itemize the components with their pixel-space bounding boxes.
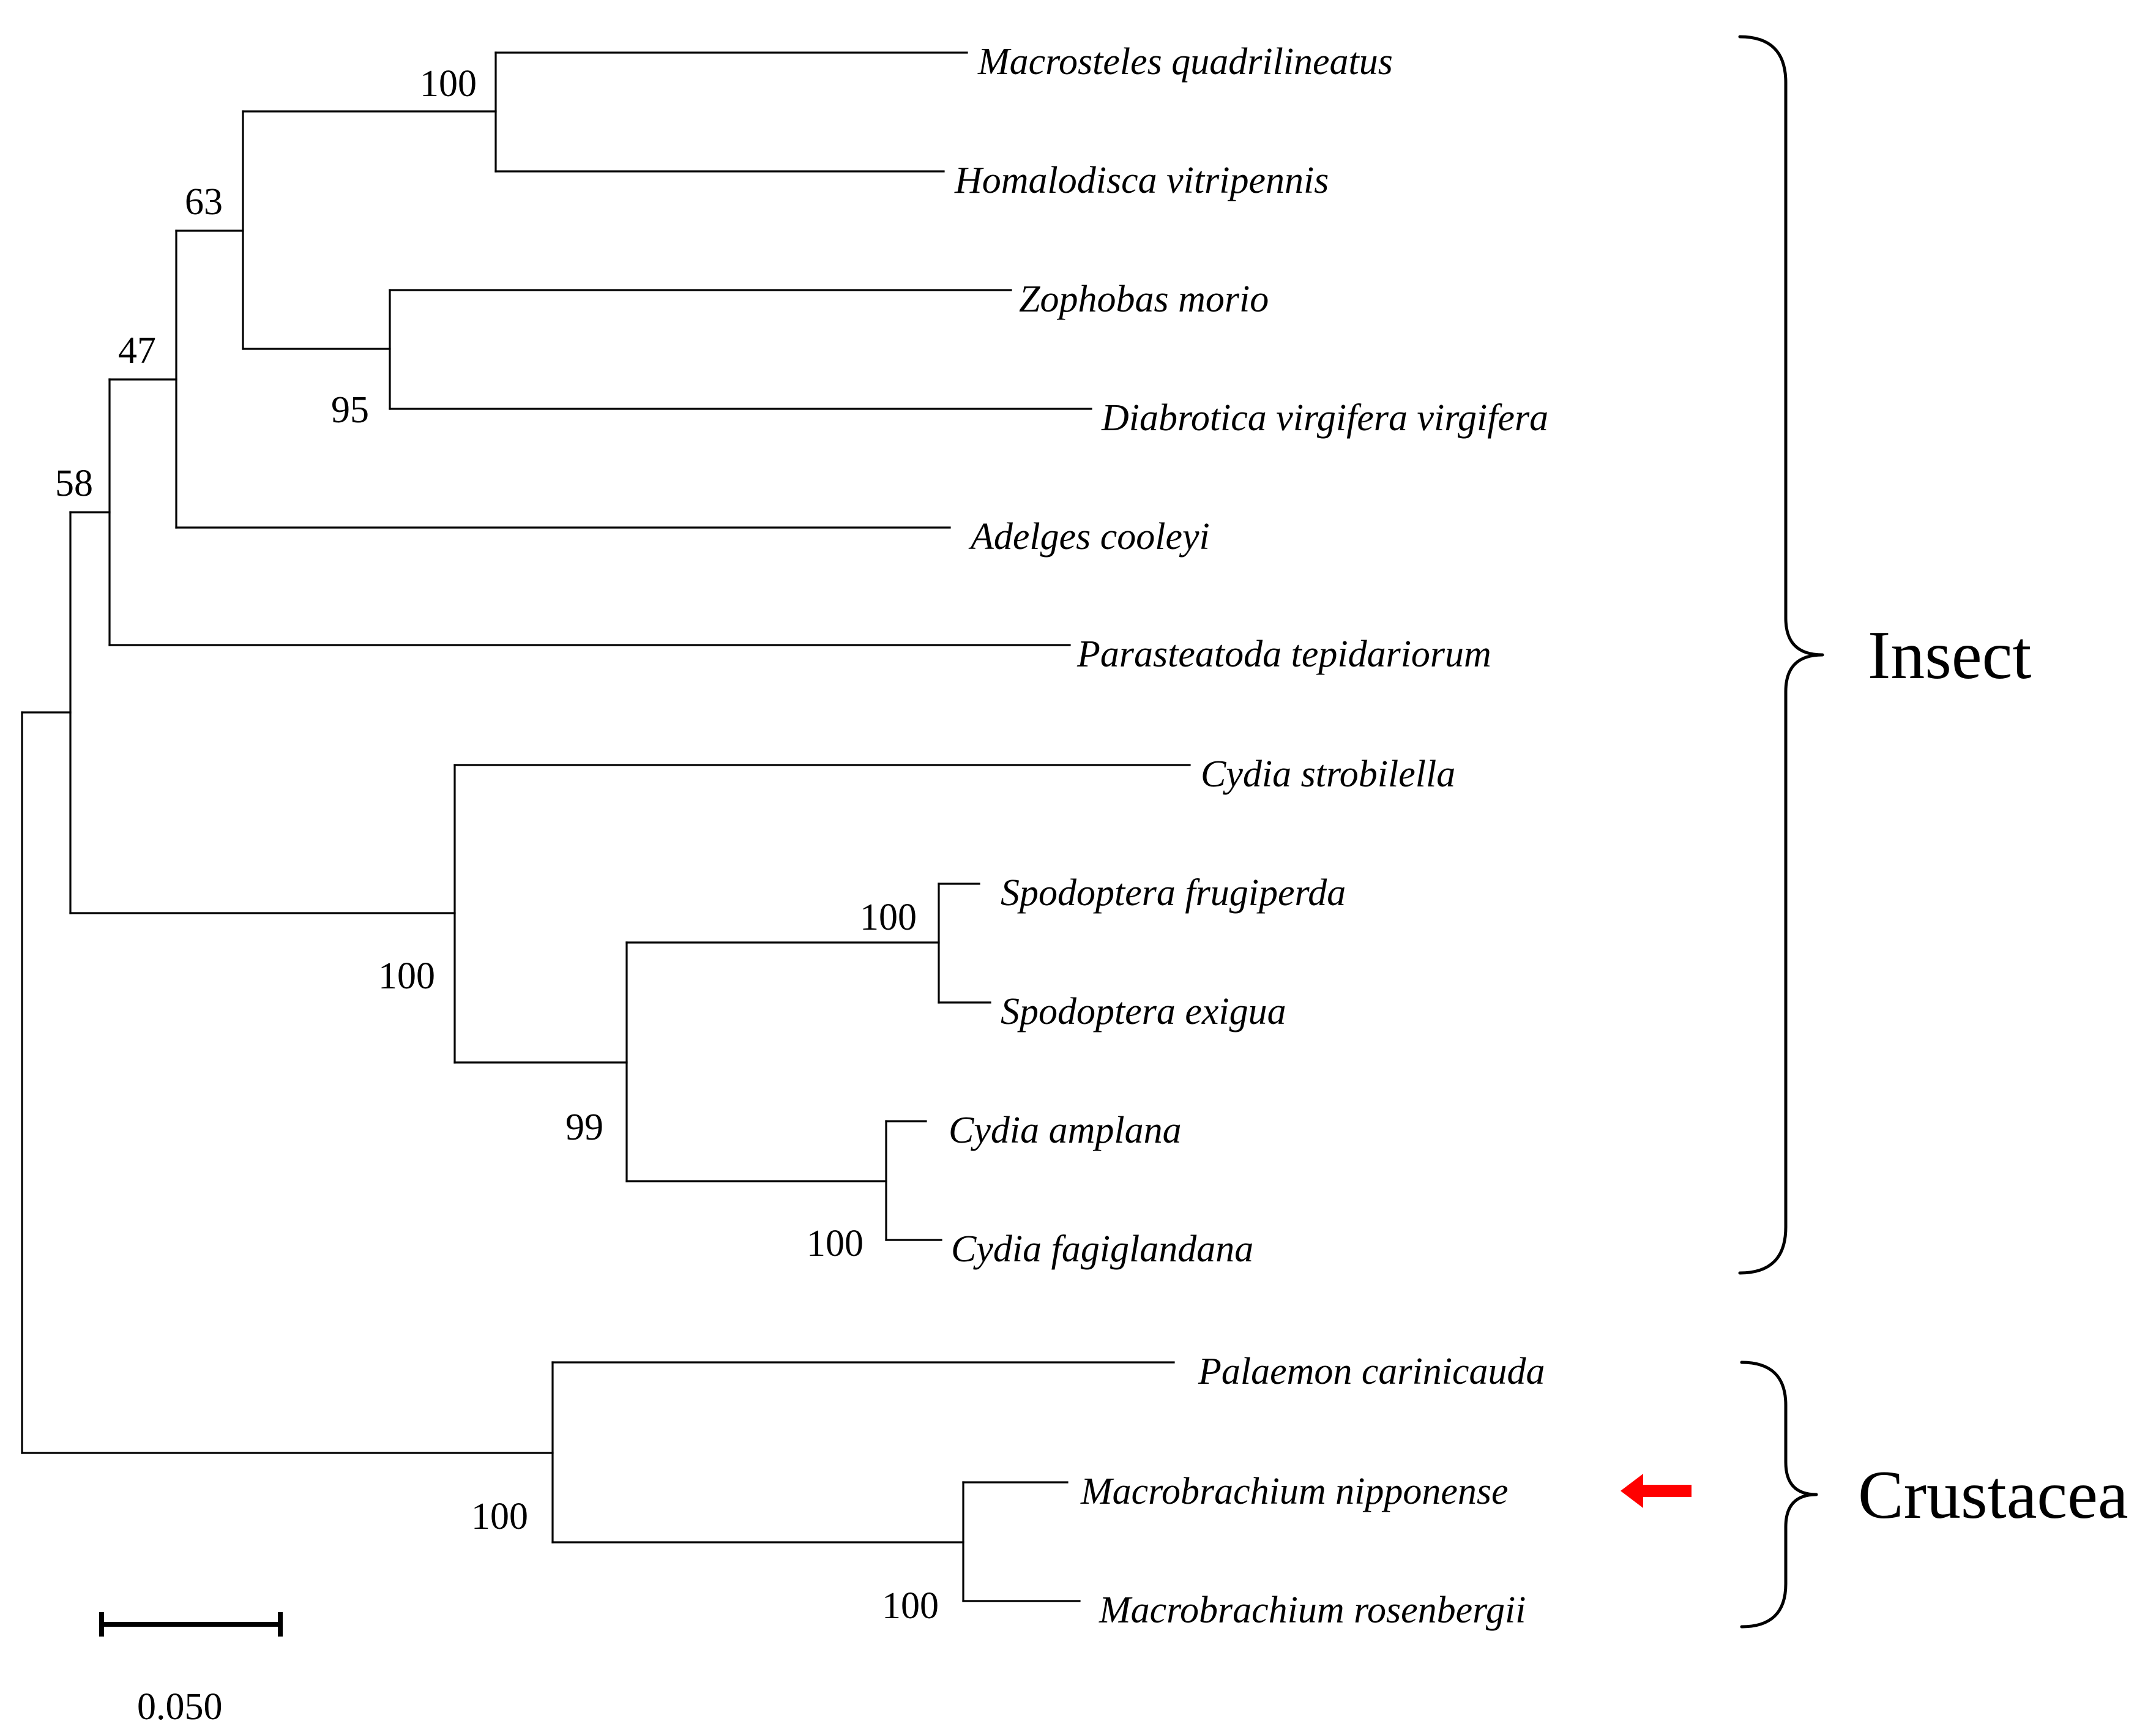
insect-group-label: Insect [1868,618,2031,693]
taxon-label: Spodoptera exigua [1001,991,1286,1032]
support-value: 100 [860,897,917,938]
taxon-label: Cydia amplana [949,1110,1182,1151]
taxon-label-highlighted: Macrobrachium nipponense [1080,1471,1509,1512]
support-value: 58 [55,463,93,504]
highlight-arrow-icon [1621,1474,1692,1508]
tree-branches [21,51,1191,1602]
scale-bar-label: 0.050 [137,1686,223,1721]
bracket-brace [1738,35,1824,1275]
support-value: 100 [420,63,477,105]
crustacea-bracket: Crustacea [1740,1361,2128,1629]
support-value: 99 [565,1107,603,1148]
taxon-label: Parasteatoda tepidariorum [1076,633,1491,675]
support-value: 100 [882,1585,939,1627]
taxon-label: Zophobas morio [1019,278,1269,320]
arrow-shape [1621,1474,1692,1508]
taxon-label: Homalodisca vitripennis [954,160,1329,201]
support-value: 95 [331,389,369,431]
insect-bracket: Insect [1738,35,2031,1275]
support-value: 100 [471,1496,528,1537]
support-value: 47 [118,330,156,371]
taxon-label: Macrosteles quadrilineatus [977,41,1393,83]
support-value: 63 [185,181,223,223]
bracket-brace [1740,1361,1818,1629]
taxon-label: Cydia strobilella [1201,753,1455,795]
taxon-label: Spodoptera frugiperda [1001,872,1346,914]
taxon-labels: Macrosteles quadrilineatus Homalodisca v… [949,41,1548,1631]
support-value: 100 [378,955,435,997]
taxon-label: Diabrotica virgifera virgifera [1101,397,1548,439]
support-values: 100 63 95 47 58 100 99 100 100 100 100 [55,63,939,1627]
taxon-label: Cydia fagiglandana [951,1228,1253,1270]
taxon-label: Macrobrachium rosenbergii [1099,1589,1526,1631]
taxon-label: Palaemon carinicauda [1198,1351,1545,1392]
taxon-label: Adelges cooleyi [968,516,1210,558]
scale-bar: 0.050 [99,1612,283,1721]
crustacea-group-label: Crustacea [1858,1457,2128,1533]
support-value: 100 [807,1223,864,1264]
